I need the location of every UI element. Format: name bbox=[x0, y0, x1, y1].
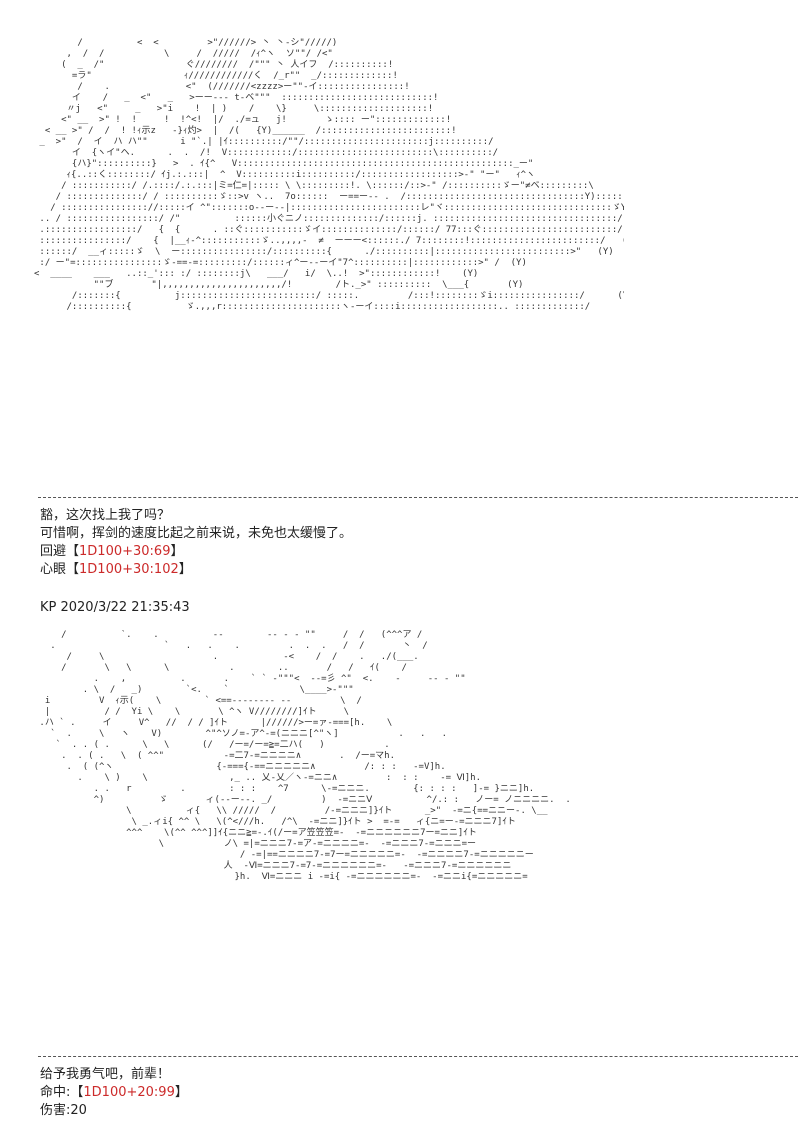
ascii-art-bottom: / `. . -- -- - - "" / / (^^^ア / . ` . . … bbox=[39, 630, 571, 882]
dice-roll-line-mind-eye: 心眼【1D100+30:102】 bbox=[40, 561, 352, 579]
dice-roll-result: 1D100+30:102 bbox=[79, 562, 179, 577]
dice-roll-line-evade: 回避【1D100+30:69】 bbox=[40, 543, 352, 561]
dashed-divider-bottom bbox=[38, 1056, 798, 1057]
dice-roll-label: 命中:【 bbox=[40, 1085, 84, 1100]
damage-line: 伤害:20 bbox=[40, 1103, 87, 1118]
dialogue-line: 可惜啊，挥剑的速度比起之前来说，未免也太缓慢了。 bbox=[40, 526, 353, 541]
post-text-bottom: 给予我勇气吧，前辈！ 命中:【1D100+20:99】 伤害:20 bbox=[40, 1066, 188, 1120]
dialogue-line: 给予我勇气吧，前辈！ bbox=[40, 1067, 171, 1082]
ascii-art-top: / < < >"//////> 丶 丶-シ"/////) , / / \ / /… bbox=[34, 38, 624, 312]
dice-roll-label: 心眼【 bbox=[40, 562, 80, 577]
dice-roll-result: 1D100+30:69 bbox=[79, 544, 171, 559]
dice-roll-line-hit: 命中:【1D100+20:99】 bbox=[40, 1084, 188, 1102]
dice-roll-label: 回避【 bbox=[40, 544, 80, 559]
dice-roll-bracket: 】 bbox=[170, 544, 184, 559]
dice-roll-bracket: 】 bbox=[178, 562, 192, 577]
dice-roll-result: 1D100+20:99 bbox=[83, 1085, 175, 1100]
dice-roll-bracket: 】 bbox=[174, 1085, 188, 1100]
dialogue-line: 豁，这次找上我了吗？ bbox=[40, 508, 171, 523]
dashed-divider-top bbox=[38, 497, 798, 498]
post-text-top: 豁，这次找上我了吗？ 可惜啊，挥剑的速度比起之前来说，未免也太缓慢了。 回避【1… bbox=[40, 507, 352, 579]
kp-post-timestamp: KP 2020/3/22 21:35:43 bbox=[40, 600, 190, 615]
